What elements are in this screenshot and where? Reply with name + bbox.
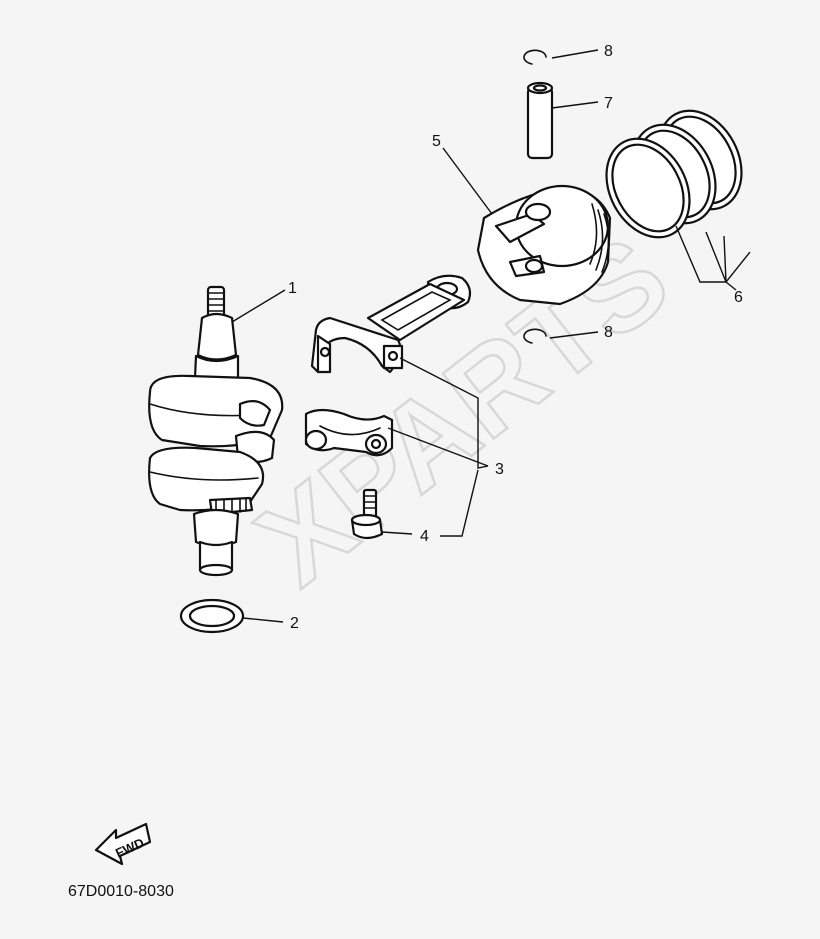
leader-line-3 — [387, 357, 489, 469]
callout-5: 5 — [432, 133, 441, 150]
leader-line-5 — [442, 147, 493, 215]
drawing-code: 67D0010-8030 — [68, 883, 174, 900]
oil-seal-ring[interactable] — [179, 598, 245, 634]
leader-line-8-top — [551, 49, 599, 59]
piston-ring-set[interactable] — [590, 96, 758, 252]
callout-1: 1 — [288, 280, 297, 297]
piston[interactable] — [476, 184, 612, 306]
callout-3: 3 — [495, 461, 504, 478]
connecting-rod-bolt[interactable] — [350, 488, 384, 540]
piston-pin-clip-top[interactable] — [523, 49, 547, 65]
callout-8-top: 8 — [604, 43, 613, 60]
watermark-text: XPARTS — [234, 211, 693, 611]
connecting-rod[interactable] — [304, 274, 472, 457]
leader-line-2 — [242, 617, 284, 623]
leader-line-4 — [381, 469, 479, 537]
callout-6: 6 — [734, 289, 743, 306]
callout-8-bottom: 8 — [604, 324, 613, 341]
crankshaft[interactable] — [148, 285, 284, 577]
leader-line-1 — [231, 289, 286, 323]
piston-pin-clip-bottom[interactable] — [523, 328, 547, 344]
forward-direction-arrow: FWD — [94, 822, 152, 866]
callout-7: 7 — [604, 95, 613, 112]
callout-4: 4 — [420, 528, 429, 545]
leader-line-7 — [551, 101, 599, 109]
callout-2: 2 — [290, 615, 299, 632]
piston-pin[interactable] — [526, 81, 554, 160]
leader-line-6 — [675, 225, 751, 291]
leader-line-8-bottom — [549, 331, 599, 339]
